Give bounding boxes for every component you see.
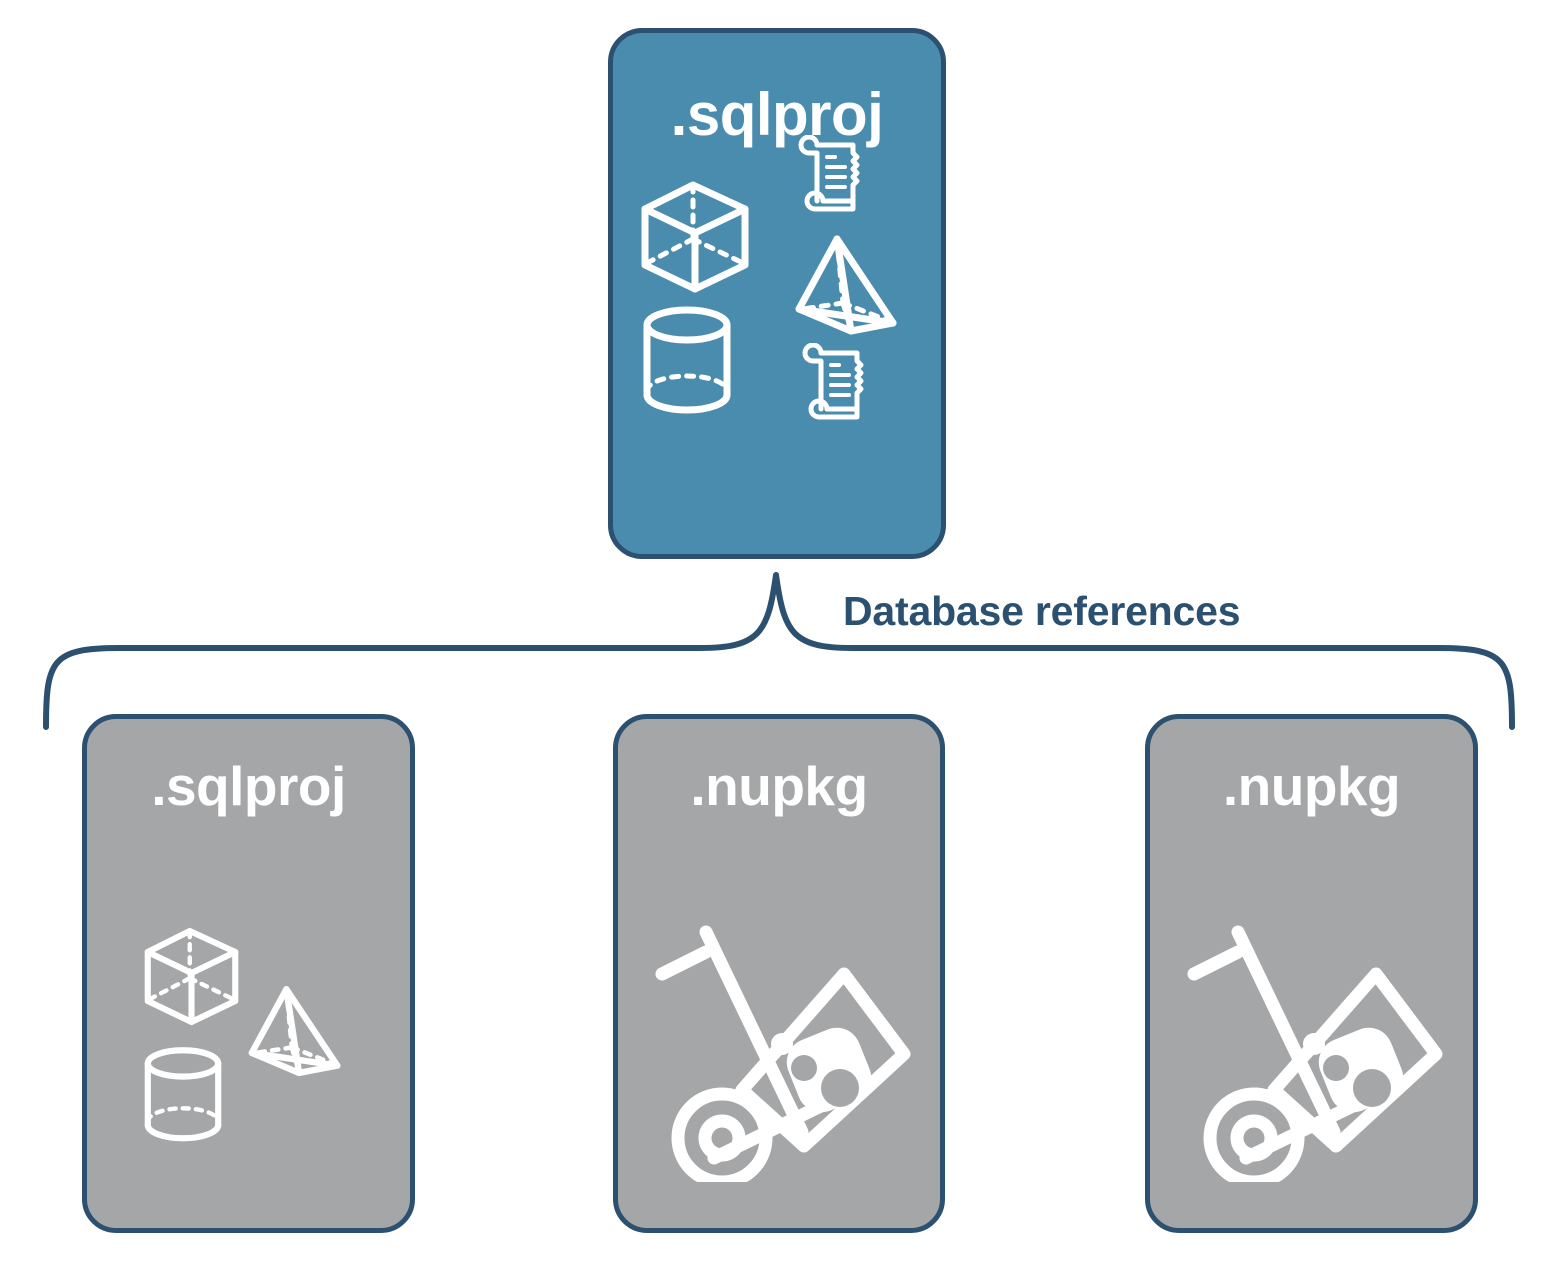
cube-wireframe-icon xyxy=(641,181,749,293)
node-artwork-reference-3 xyxy=(1150,814,1473,1228)
node-label-nupkg-1: .nupkg xyxy=(690,755,868,817)
pyramid-wireframe-icon xyxy=(248,986,341,1077)
node-artwork-reference-1 xyxy=(87,814,410,1228)
node-label-sqlproj-primary: .sqlproj xyxy=(670,81,884,148)
node-artwork-primary xyxy=(613,135,941,554)
node-sqlproj-reference[interactable]: .sqlproj xyxy=(82,714,415,1233)
scroll-script-icon xyxy=(802,343,864,420)
cube-wireframe-icon xyxy=(144,927,239,1026)
connector-label: Database references xyxy=(843,588,1241,634)
node-label-nupkg-2: .nupkg xyxy=(1222,755,1401,817)
node-artwork-reference-2 xyxy=(618,814,940,1228)
node-label-sqlproj-reference: .sqlproj xyxy=(151,755,346,817)
node-nupkg-reference-2[interactable]: .nupkg xyxy=(1145,714,1478,1233)
node-sqlproj-primary[interactable]: .sqlproj xyxy=(608,28,946,559)
pyramid-wireframe-icon xyxy=(795,235,897,335)
hand-truck-package-icon xyxy=(1187,925,1443,1182)
cylinder-wireframe-icon xyxy=(144,1047,222,1142)
hand-truck-package-icon xyxy=(655,925,911,1182)
cylinder-wireframe-icon xyxy=(643,306,731,414)
scroll-script-icon xyxy=(798,135,860,212)
node-nupkg-reference-1[interactable]: .nupkg xyxy=(613,714,945,1233)
